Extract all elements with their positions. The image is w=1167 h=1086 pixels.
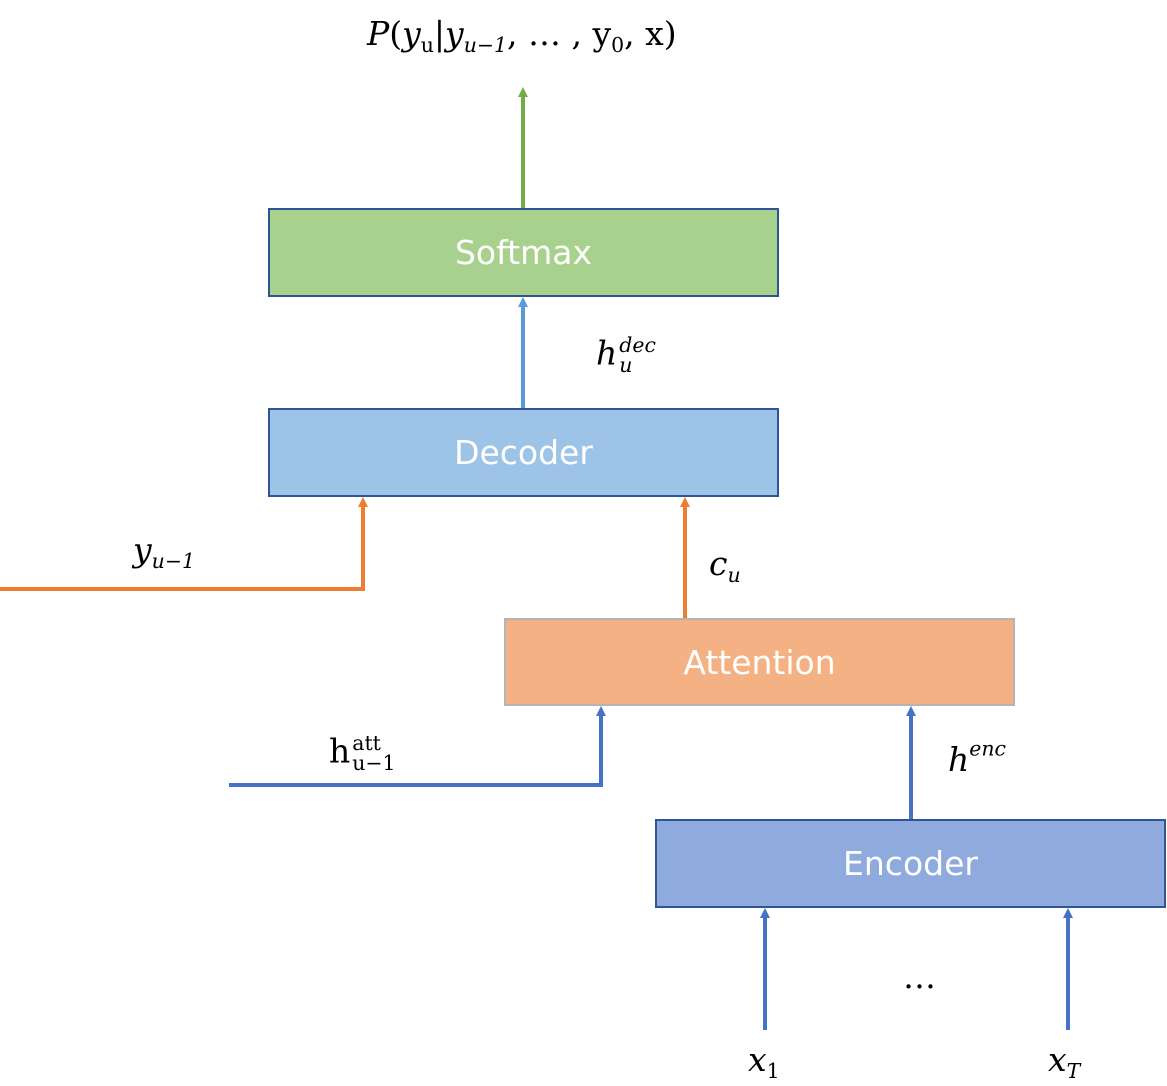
y-prev-label: yu−1: [133, 530, 195, 574]
softmax-label: Softmax: [454, 233, 592, 272]
encoder-label: Encoder: [843, 844, 978, 883]
arrow-hatt-attention: [229, 706, 606, 787]
ellipsis-label: …: [903, 957, 936, 996]
attention-label: Attention: [683, 642, 836, 682]
softmax-box: Softmax: [268, 208, 779, 297]
xT-label: xT: [1048, 1040, 1081, 1084]
decoder-label: Decoder: [454, 433, 593, 472]
h-enc-label: henc: [948, 736, 1006, 779]
attention-box: Attention: [504, 618, 1015, 706]
x1-label: x1: [748, 1040, 780, 1084]
output-probability-label: P(yu|yu−1, … , y0, x): [367, 14, 677, 58]
decoder-box: Decoder: [268, 408, 779, 497]
encoder-box: Encoder: [655, 819, 1166, 908]
arrow-yprev-decoder: [0, 497, 368, 591]
c-u-label: cu: [709, 544, 741, 588]
